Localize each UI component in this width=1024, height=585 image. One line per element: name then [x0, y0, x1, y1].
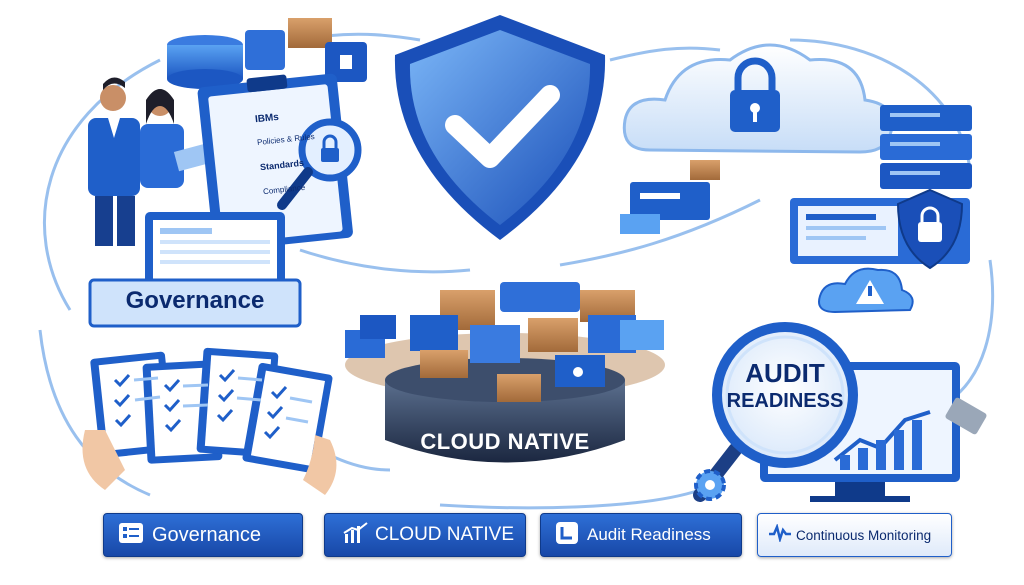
audit-magnifier-icon — [693, 322, 858, 502]
server-rack — [880, 105, 972, 189]
audit-label-line2: READINESS — [726, 390, 844, 412]
governance-plate-label: Governance — [125, 287, 265, 314]
laptop-dashboard — [145, 212, 285, 294]
governance-button-label: Governance — [152, 523, 261, 546]
cloud-native-label: CLOUD NATIVE — [420, 429, 590, 454]
cloud-native-platform — [345, 282, 665, 463]
audit-readiness-button-label: Audit Readiness — [587, 525, 711, 544]
security-dashboard — [790, 188, 970, 270]
bar-chart-icon — [343, 521, 369, 549]
policy-clipboard — [197, 73, 353, 252]
continuous-monitoring-button[interactable]: Continuous Monitoring — [757, 513, 952, 557]
pulse-wave-icon — [768, 522, 792, 547]
corner-bracket-icon — [555, 521, 579, 550]
continuous-monitoring-button-label: Continuous Monitoring — [796, 527, 932, 543]
magnifier-lock-icon — [277, 118, 362, 210]
gear-icon — [694, 469, 726, 501]
business-people-figure — [88, 77, 209, 246]
governance-plate — [88, 278, 302, 328]
cloud-lock-icon — [622, 43, 894, 154]
document-list-icon — [118, 522, 144, 549]
warning-cloud-icon — [818, 267, 914, 314]
data-cards — [620, 160, 720, 234]
governance-button[interactable]: Governance — [103, 513, 303, 557]
database-stack — [167, 18, 367, 89]
checklist-documents — [82, 347, 337, 495]
audit-readiness-button[interactable]: Audit Readiness — [540, 513, 742, 557]
cloud-native-button-label: CLOUD NATIVE — [375, 524, 515, 545]
audit-label-line1: AUDIT — [745, 358, 825, 388]
cloud-native-button[interactable]: CLOUD NATIVE — [324, 513, 526, 557]
shield-check-icon — [394, 15, 606, 240]
